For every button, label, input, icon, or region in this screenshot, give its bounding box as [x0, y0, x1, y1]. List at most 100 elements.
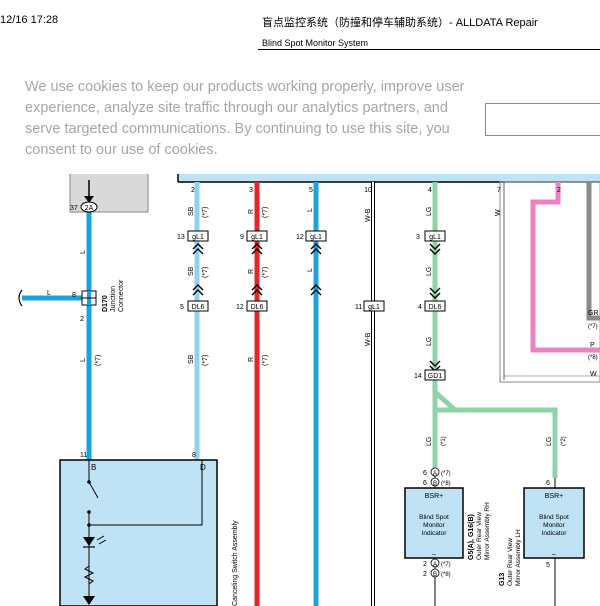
svg-text:11: 11 [355, 304, 362, 311]
wire-wb-label-2: W-B [365, 332, 372, 346]
g13-id-label: G13 [499, 573, 506, 586]
svg-text:DL6: DL6 [429, 304, 442, 311]
wire-lg-label-5: LG [546, 437, 553, 446]
terminal-d-label: D [200, 463, 206, 472]
pin-37-label: 37 [70, 205, 78, 212]
jc-name-label: Junction [110, 286, 117, 312]
wire-l-star7: (*7) [95, 355, 102, 366]
indicator-lh-line3: Indicator [542, 530, 568, 537]
badge-b-rh [430, 477, 440, 487]
svg-text:DL6: DL6 [192, 304, 205, 311]
g13-name1-label: Outer Rear View [507, 538, 514, 586]
indicator-rh-box [404, 487, 464, 559]
minus-rh: – [432, 551, 436, 558]
svg-text:3: 3 [416, 234, 420, 241]
svg-text:(*7): (*7) [441, 562, 451, 568]
connector-2a-label: 2A [85, 205, 94, 212]
pin-11b-label: 11 [80, 452, 87, 459]
wire-p-star8: (*8) [588, 355, 598, 361]
pin-8-jc-label: 8 [72, 292, 76, 299]
svg-text:DL6: DL6 [251, 304, 264, 311]
svg-text:4: 4 [418, 304, 422, 311]
bsr-plus-rh: BSR+ [425, 493, 443, 500]
wire-l-label-2: L [80, 358, 87, 362]
wire-lg-star1: (*1) [441, 436, 447, 446]
svg-text:gL1: gL1 [429, 234, 441, 241]
wire-sb-label-1: SB [188, 206, 195, 216]
svg-text:GD1: GD1 [428, 373, 443, 380]
diode-icon [83, 596, 95, 605]
terminal-b-label: B [91, 463, 96, 472]
wire-sb-star7-1: (*7) [202, 207, 209, 218]
top-pin-4: 4 [428, 187, 432, 194]
pin-2-jc-label: 2 [80, 316, 84, 323]
star7-rh: (*7) [441, 471, 451, 477]
wire-l3-label-2: L [307, 268, 314, 272]
svg-text:9: 9 [240, 234, 244, 241]
connector-row-gl1: gL1 13 gL1 9 gL1 12 gL1 3 [177, 230, 446, 242]
wire-r-label-2: R [248, 269, 255, 274]
bsr-plus-lh: BSR+ [545, 493, 563, 500]
top-pin-7: 7 [497, 187, 501, 194]
g5-id-label: G5(A), G16(B) [468, 514, 475, 560]
wire-sb-label-3: SB [188, 354, 195, 364]
svg-text:12: 12 [296, 234, 304, 241]
wire-r-star7-3: (*7) [262, 355, 269, 366]
wire-gr-label: GR [588, 310, 599, 317]
top-pin-2: 2 [191, 187, 195, 194]
wire-l-side-label: L [47, 290, 51, 297]
svg-text:13: 13 [177, 234, 185, 241]
svg-text:12: 12 [236, 304, 244, 311]
jc-id-label: D170 [102, 295, 109, 312]
minus-lh: – [552, 551, 556, 558]
pin-2-rh-b-label: 2 [423, 571, 427, 578]
switch-assembly-box [59, 459, 218, 606]
wire-r-label-1: R [248, 209, 255, 214]
wire-l3-label-1: L [307, 208, 314, 212]
wire-lg-label-4: LG [426, 437, 433, 446]
switch-assembly-label: Canceling Switch Assembly [232, 520, 239, 606]
wire-r-star7-2: (*7) [262, 267, 269, 278]
wire-w2-label: W [590, 371, 597, 378]
wire-l-label-1: L [80, 250, 87, 254]
wire-r-label-3: R [248, 357, 255, 362]
wire-lg-label-3: LG [426, 337, 433, 346]
wire-lg-star2: (*2) [561, 436, 567, 446]
indicator-lh-line2: Monitor [543, 522, 566, 529]
star8-rh: (*8) [441, 481, 451, 487]
svg-text:B: B [433, 481, 437, 487]
indicator-rh-line1: Blind Spot [419, 514, 449, 521]
g5-name2-label: Mirror Assembly RH [484, 502, 491, 560]
led-icon [83, 537, 95, 546]
wire-wb-label-1: W-B [365, 208, 372, 222]
connector-2a-badge [80, 201, 98, 213]
pin-2-rh-label: 2 [423, 561, 427, 568]
svg-text:gL1: gL1 [192, 234, 204, 241]
pin-5b-label: 5 [546, 562, 550, 569]
wire-lg-label-1: LG [426, 207, 433, 216]
svg-text:5: 5 [180, 304, 184, 311]
subtitle-divider [258, 49, 600, 50]
wire-sb-label-2: SB [188, 266, 195, 276]
svg-text:gL1: gL1 [310, 234, 322, 241]
jc-name2-label: Connector [118, 279, 125, 312]
wire-pink [530, 182, 600, 353]
page-title: 盲点监控系统（防撞和停车辅助系统）- ALLDATA Repair [262, 17, 538, 29]
top-pin-3: 3 [249, 187, 253, 194]
top-pin-5: 5 [309, 187, 313, 194]
connector-arrows [192, 243, 441, 372]
wire-gr-star7: (*7) [588, 324, 598, 330]
svg-text:gL1: gL1 [368, 304, 380, 311]
pin-6-rh-label: 6 [423, 470, 427, 477]
print-timestamp: 12/16 17:28 [0, 14, 59, 26]
cookie-accept-button[interactable] [485, 103, 600, 136]
svg-text:gL1: gL1 [251, 234, 263, 241]
g13-name2-label: Mirror Assembly LH [515, 529, 522, 586]
pin-6b-label: 6 [546, 480, 550, 487]
connector-row-dl6: DL6 5 DL6 12 DL6 4 gL1 11 GD1 14 [180, 300, 446, 381]
cookie-banner-text: We use cookies to keep our products work… [25, 79, 465, 158]
indicator-lh-line1: Blind Spot [539, 514, 569, 521]
svg-text:A: A [433, 471, 437, 477]
svg-text:B: B [433, 572, 437, 578]
